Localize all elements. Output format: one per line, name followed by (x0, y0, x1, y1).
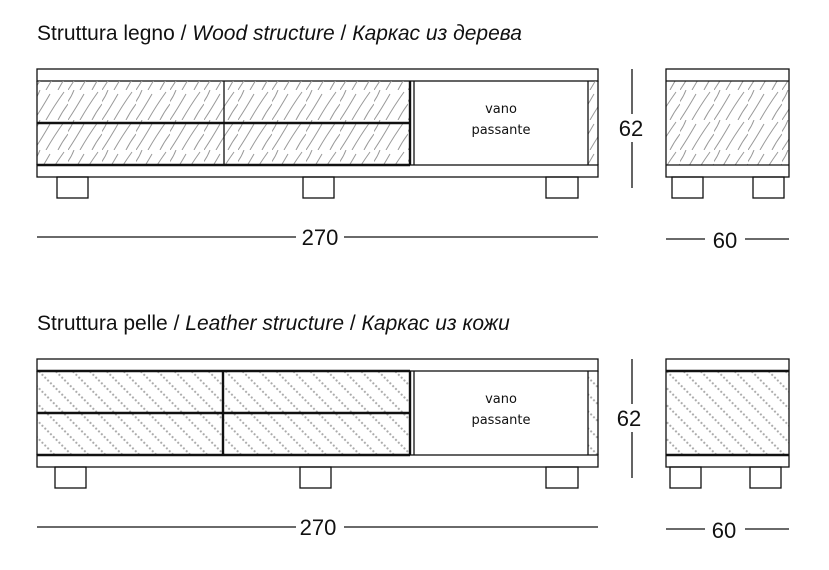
height-dimension: 62 (619, 116, 643, 141)
depth-dimension: 60 (712, 518, 736, 543)
compartment-label: vano (485, 392, 517, 407)
compartment-label: passante (471, 123, 530, 138)
compartment-label: passante (471, 413, 530, 428)
foot (545, 466, 579, 489)
side-view (665, 358, 790, 489)
height-dimension: 62 (617, 406, 641, 431)
foot (752, 176, 785, 199)
wood-structure-section: Struttura legno / Wood structure / Карка… (36, 22, 790, 253)
length-dimension: 270 (302, 225, 339, 250)
foot (545, 176, 579, 199)
depth-dimension: 60 (713, 228, 737, 253)
foot (299, 466, 332, 489)
foot (302, 176, 335, 199)
side-view (665, 68, 790, 199)
section-title: Struttura legno / Wood structure / Карка… (37, 22, 522, 45)
front-view: vano passante (36, 358, 599, 489)
foot (749, 466, 782, 489)
leather-structure-section: Struttura pelle / Leather structure / Ка… (36, 312, 790, 543)
section-title: Struttura pelle / Leather structure / Ка… (37, 312, 510, 335)
foot (56, 176, 89, 199)
foot (669, 466, 702, 489)
front-view: vano passante (36, 68, 599, 199)
compartment-label: vano (485, 102, 517, 117)
foot (671, 176, 704, 199)
length-dimension: 270 (300, 515, 337, 540)
foot (54, 466, 87, 489)
